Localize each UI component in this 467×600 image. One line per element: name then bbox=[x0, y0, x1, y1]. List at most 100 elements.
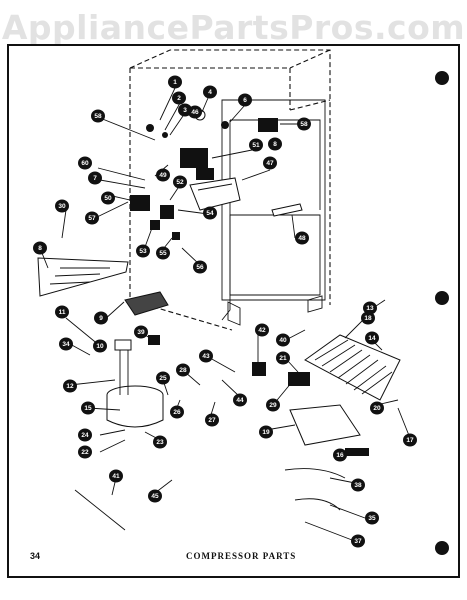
callout-label: 55 bbox=[159, 250, 167, 257]
callout-52: 52 bbox=[173, 175, 187, 189]
diagram-caption: COMPRESSOR PARTS bbox=[186, 551, 297, 561]
callout-label: 38 bbox=[354, 482, 362, 489]
callout-label: 48 bbox=[298, 235, 306, 242]
callout-55: 55 bbox=[156, 246, 170, 260]
callout-label: 34 bbox=[62, 341, 70, 348]
callout-label: 51 bbox=[252, 142, 260, 149]
callout-label: 28 bbox=[179, 367, 187, 374]
callout-12: 12 bbox=[63, 379, 77, 393]
callout-48: 48 bbox=[295, 231, 309, 245]
part-39-clamp bbox=[148, 335, 160, 345]
part-6-screw bbox=[221, 121, 229, 129]
part-20-bracket bbox=[288, 372, 310, 386]
callout-label: 50 bbox=[104, 195, 112, 202]
callout-label: 12 bbox=[66, 383, 74, 390]
callout-label: 54 bbox=[206, 210, 214, 217]
callout-22: 22 bbox=[78, 445, 92, 459]
callout-20: 20 bbox=[370, 401, 384, 415]
callout-44: 44 bbox=[233, 393, 247, 407]
callout-24: 24 bbox=[78, 428, 92, 442]
callout-47: 47 bbox=[263, 156, 277, 170]
callout-label: 39 bbox=[137, 329, 145, 336]
callout-21: 21 bbox=[276, 351, 290, 365]
watermark: AppliancePartsPros.com bbox=[1, 8, 466, 47]
callout-8: 8 bbox=[268, 137, 282, 151]
callout-label: 58 bbox=[94, 113, 102, 120]
part-51-bracket bbox=[196, 168, 214, 180]
callout-18: 18 bbox=[361, 311, 375, 325]
callout-37: 37 bbox=[351, 534, 365, 548]
callout-4: 4 bbox=[203, 85, 217, 99]
binder-hole bbox=[435, 291, 449, 305]
part-37-tube bbox=[294, 498, 341, 511]
callout-label: 3 bbox=[183, 107, 187, 114]
callout-2: 2 bbox=[172, 91, 186, 105]
callout-label: 10 bbox=[96, 343, 104, 350]
callout-label: 53 bbox=[139, 248, 147, 255]
callout-label: 60 bbox=[81, 160, 89, 167]
callout-46: 46 bbox=[188, 105, 202, 119]
part-58-plate bbox=[258, 118, 278, 132]
callout-label: 11 bbox=[59, 309, 66, 316]
callout-13: 13 bbox=[363, 301, 377, 315]
callout-label: 9 bbox=[99, 315, 103, 322]
callout-label: 23 bbox=[156, 439, 164, 446]
callout-15: 15 bbox=[81, 401, 95, 415]
callout-53: 53 bbox=[136, 244, 150, 258]
part-54-overload bbox=[160, 205, 174, 219]
callout-label: 14 bbox=[368, 335, 376, 342]
callout-label: 7 bbox=[93, 175, 97, 182]
callout-26: 26 bbox=[170, 405, 184, 419]
callout-label: 46 bbox=[191, 109, 199, 116]
callout-58: 58 bbox=[297, 117, 311, 131]
part-57-relay bbox=[130, 195, 150, 211]
callout-label: 27 bbox=[208, 417, 216, 424]
part-41-tube bbox=[284, 468, 346, 479]
compressor bbox=[106, 339, 164, 428]
callout-54: 54 bbox=[203, 206, 217, 220]
callout-label: 18 bbox=[364, 315, 372, 322]
callout-17: 17 bbox=[403, 433, 417, 447]
callout-34: 34 bbox=[59, 337, 73, 351]
callout-label: 16 bbox=[336, 452, 344, 459]
callout-label: 43 bbox=[202, 353, 210, 360]
callout-60: 60 bbox=[78, 156, 92, 170]
leader-lines bbox=[39, 87, 411, 541]
callout-label: 24 bbox=[81, 432, 89, 439]
callout-25: 25 bbox=[156, 371, 170, 385]
callout-40: 40 bbox=[276, 333, 290, 347]
callout-label: 57 bbox=[88, 215, 96, 222]
callout-label: 42 bbox=[258, 327, 266, 334]
callout-57: 57 bbox=[85, 211, 99, 225]
callout-23: 23 bbox=[153, 435, 167, 449]
callout-label: 56 bbox=[196, 264, 204, 271]
callout-41: 41 bbox=[109, 469, 123, 483]
callout-label: 13 bbox=[366, 305, 374, 312]
callout-58: 58 bbox=[91, 109, 105, 123]
callout-label: 15 bbox=[84, 405, 92, 412]
part-42-bracket bbox=[252, 362, 266, 376]
callout-label: 6 bbox=[243, 97, 247, 104]
callout-11: 11 bbox=[55, 305, 69, 319]
binder-hole bbox=[435, 541, 449, 555]
part-53-clip bbox=[150, 220, 160, 230]
callout-label: 44 bbox=[236, 397, 244, 404]
callout-label: 8 bbox=[38, 245, 42, 252]
callout-49: 49 bbox=[156, 168, 170, 182]
callout-label: 40 bbox=[279, 337, 287, 344]
part-55-screw bbox=[172, 232, 180, 240]
callout-8: 8 bbox=[33, 241, 47, 255]
part-51-control bbox=[180, 148, 208, 168]
part-19-drain-pan bbox=[289, 404, 361, 446]
page-border bbox=[7, 44, 460, 578]
callout-50: 50 bbox=[101, 191, 115, 205]
callout-label: 17 bbox=[406, 437, 414, 444]
part-2-bolt bbox=[146, 124, 154, 132]
callout-7: 7 bbox=[88, 171, 102, 185]
callout-label: 45 bbox=[151, 493, 159, 500]
callout-label: 2 bbox=[177, 95, 181, 102]
callout-51: 51 bbox=[249, 138, 263, 152]
callout-label: 49 bbox=[159, 172, 167, 179]
